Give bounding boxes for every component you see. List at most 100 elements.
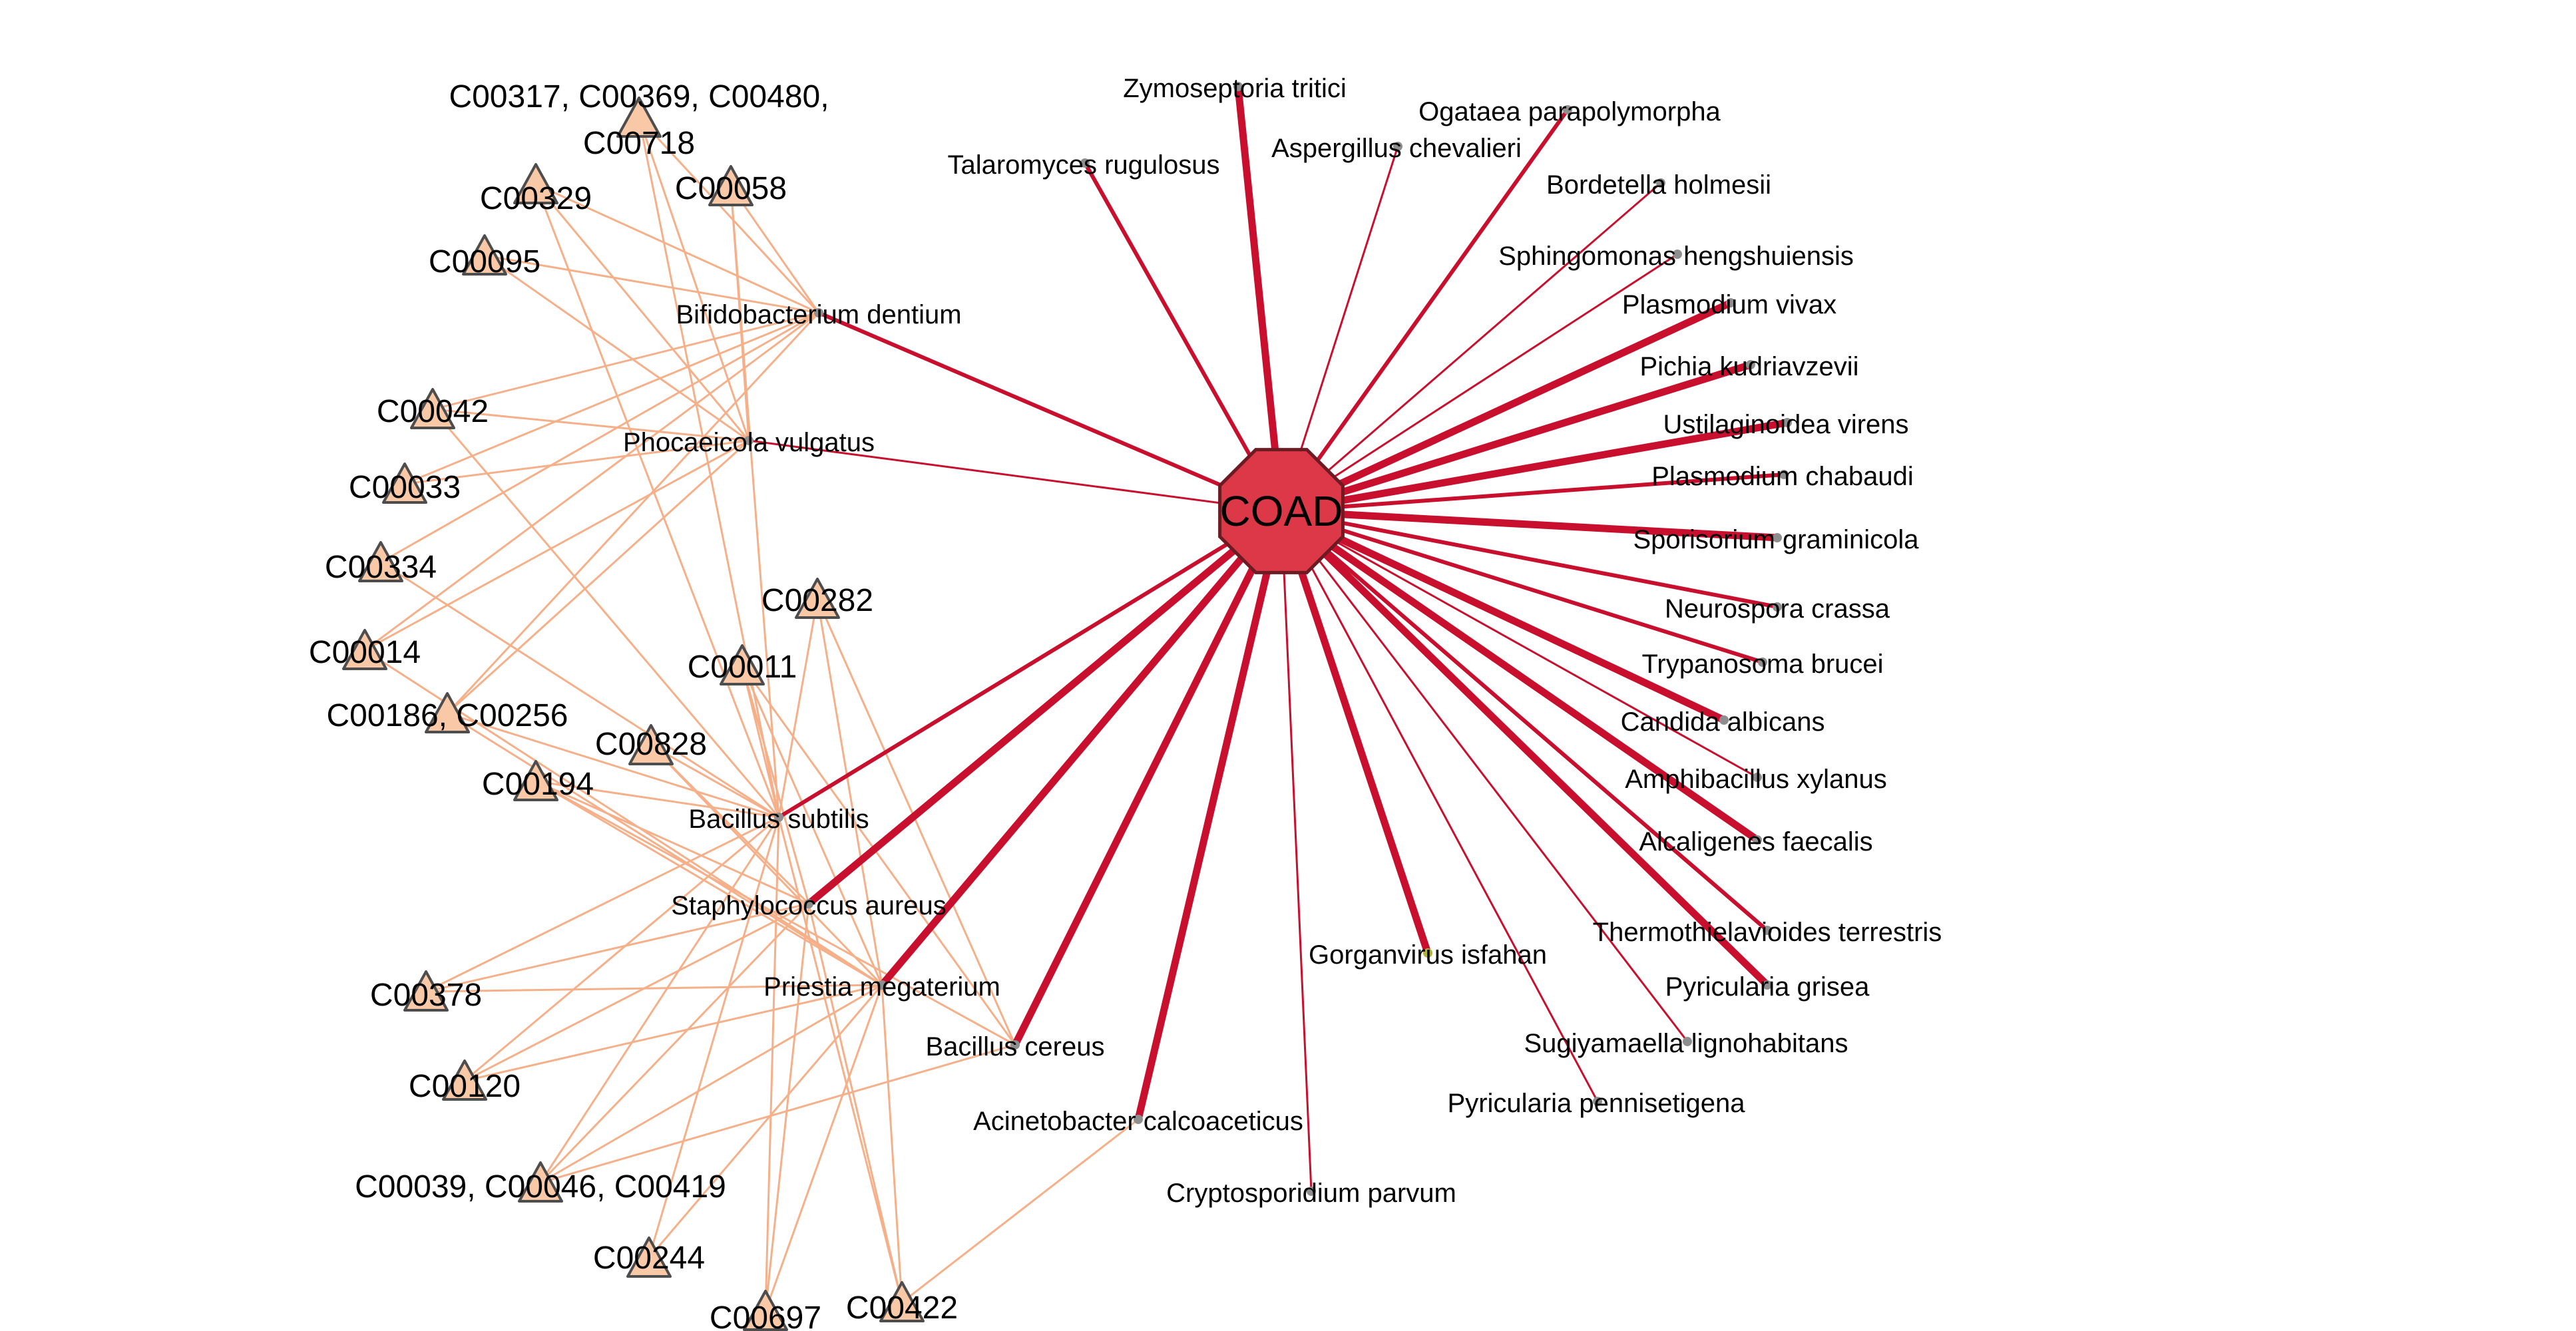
compound-edge — [364, 311, 819, 652]
organism-node-sphingo[interactable] — [1673, 250, 1682, 259]
organism-label-zymo: Zymoseptoria tritici — [1123, 74, 1347, 103]
compound-edge — [404, 311, 819, 485]
compound-label-c00282: C00282 — [761, 583, 873, 618]
compound-node-c00422[interactable] — [879, 1281, 925, 1322]
compound-edge — [730, 186, 820, 313]
organism-node-sugiya[interactable] — [1683, 1037, 1692, 1046]
compound-edge — [650, 744, 883, 986]
compound-edge — [447, 712, 779, 819]
compound-node-c00244[interactable] — [626, 1236, 672, 1278]
compound-edge — [364, 439, 750, 652]
organism-node-gorgan[interactable] — [1423, 948, 1432, 958]
organism-node-plaschab[interactable] — [1779, 470, 1789, 479]
compound-edge — [764, 817, 780, 1312]
organism-label-sugiya: Sugiyamaella lignohabitans — [1524, 1029, 1848, 1058]
compound-edge — [881, 984, 903, 1303]
organism-node-bsub[interactable] — [774, 813, 783, 822]
compound-node-c00186[interactable] — [425, 692, 470, 733]
compound-edge — [535, 780, 779, 819]
compound-node-c00042[interactable] — [410, 388, 455, 429]
organism-label-plasvivax: Plasmodium vivax — [1622, 290, 1836, 319]
disease-edge-acineto — [1134, 507, 1285, 1123]
compound-node-c00828[interactable] — [628, 724, 674, 765]
disease-edge-pichia — [1277, 361, 1755, 515]
compound-node-c00014[interactable] — [342, 629, 387, 670]
organism-label-thermo: Thermothielavioides terrestris — [1593, 918, 1942, 947]
organism-node-pichia[interactable] — [1746, 360, 1755, 369]
organism-label-amphi: Amphibacillus xylanus — [1625, 765, 1887, 794]
compound-edge — [431, 409, 780, 818]
organism-node-plasvivax[interactable] — [1726, 298, 1735, 307]
organism-node-zymo[interactable] — [1233, 82, 1243, 91]
compound-node-c00329[interactable] — [513, 163, 558, 204]
organism-node-pyrpenn[interactable] — [1593, 1097, 1602, 1106]
organism-label-acineto: Acinetobacter calcoaceticus — [973, 1107, 1303, 1136]
compound-node-c00697[interactable] — [743, 1290, 788, 1331]
compound-label-line: C00095 — [429, 244, 540, 280]
organism-label-ustil: Ustilaginoidea virens — [1663, 410, 1908, 439]
organism-node-pyrgris[interactable] — [1763, 980, 1772, 990]
compound-label-c00317: C00317, C00369, C00480,C00718 — [449, 79, 829, 161]
compound-edge — [540, 984, 883, 1184]
organism-node-alcali[interactable] — [1753, 835, 1762, 845]
organism-node-talaro[interactable] — [1080, 158, 1090, 168]
organism-node-ogataea[interactable] — [1563, 105, 1572, 114]
disease-edge-staph — [805, 507, 1285, 908]
disease-edge-ustil — [1277, 419, 1791, 515]
disease-edge-ogataea — [1279, 108, 1570, 513]
compound-label-line: C00058 — [675, 171, 787, 206]
compound-label-line: C00697 — [710, 1300, 821, 1331]
organism-label-sporis: Sporisorium graminicola — [1633, 525, 1919, 554]
compound-edge — [764, 984, 883, 1312]
organism-node-amphi[interactable] — [1753, 773, 1762, 782]
compound-node-c00058[interactable] — [708, 165, 753, 206]
compound-edge — [535, 780, 883, 986]
compound-node-c00095[interactable] — [462, 234, 507, 276]
organism-node-priestia[interactable] — [877, 980, 887, 990]
organism-node-trypan[interactable] — [1758, 658, 1767, 667]
organism-node-candida[interactable] — [1719, 715, 1729, 725]
organism-node-layer — [744, 82, 1792, 1196]
organism-node-acineto[interactable] — [1134, 1115, 1143, 1124]
compound-edge — [432, 408, 750, 442]
organism-node-bordet[interactable] — [1656, 178, 1665, 188]
organism-label-bifido: Bifidobacterium dentium — [676, 300, 961, 329]
organism-node-asperg[interactable] — [1393, 142, 1402, 151]
compound-edge — [638, 116, 820, 314]
compound-node-c00039[interactable] — [518, 1161, 563, 1203]
compound-node-c00282[interactable] — [795, 578, 840, 619]
disease-hub-group[interactable]: COAD — [1218, 448, 1345, 574]
compound-node-c00120[interactable] — [442, 1059, 487, 1101]
compound-node-c00011[interactable] — [720, 644, 765, 685]
organism-node-bifido[interactable] — [814, 308, 823, 317]
organism-node-bcereus[interactable] — [1010, 1040, 1020, 1049]
disease-edge-neuro — [1279, 509, 1779, 609]
compound-label-c00039: C00039, C00046, C00419 — [355, 1169, 726, 1205]
compound-edge-layer — [364, 116, 1139, 1312]
compound-edge — [777, 598, 819, 818]
organism-node-thermo[interactable] — [1763, 926, 1772, 935]
organism-node-crypto[interactable] — [1307, 1187, 1316, 1196]
compound-edge — [539, 902, 810, 1184]
disease-edge-priestia — [878, 507, 1285, 989]
compound-node-c00194[interactable] — [513, 760, 558, 801]
compound-edge — [816, 598, 883, 986]
organism-node-ustil[interactable] — [1783, 418, 1792, 427]
compound-label-line: C00334 — [325, 550, 437, 585]
organism-node-staph[interactable] — [804, 899, 813, 908]
organism-node-sporis[interactable] — [1773, 533, 1782, 542]
compound-node-c00334[interactable] — [358, 541, 403, 582]
compound-node-c00033[interactable] — [382, 463, 427, 504]
compound-label-c00042: C00042 — [377, 394, 489, 429]
compound-label-line: C00317, C00369, C00480, — [449, 79, 829, 114]
organism-label-bcereus: Bacillus cereus — [925, 1032, 1104, 1061]
compound-node-c00378[interactable] — [403, 970, 449, 1012]
disease-edge-talaro — [1083, 161, 1283, 513]
disease-hub-node[interactable] — [1218, 448, 1345, 574]
compound-label-c00329: C00329 — [480, 181, 592, 216]
compound-edge — [432, 311, 819, 411]
organism-node-neuro[interactable] — [1773, 602, 1782, 612]
organism-node-phoca[interactable] — [744, 436, 753, 445]
compound-node-c00317[interactable] — [616, 96, 662, 138]
disease-edge-gorgan — [1277, 507, 1432, 957]
